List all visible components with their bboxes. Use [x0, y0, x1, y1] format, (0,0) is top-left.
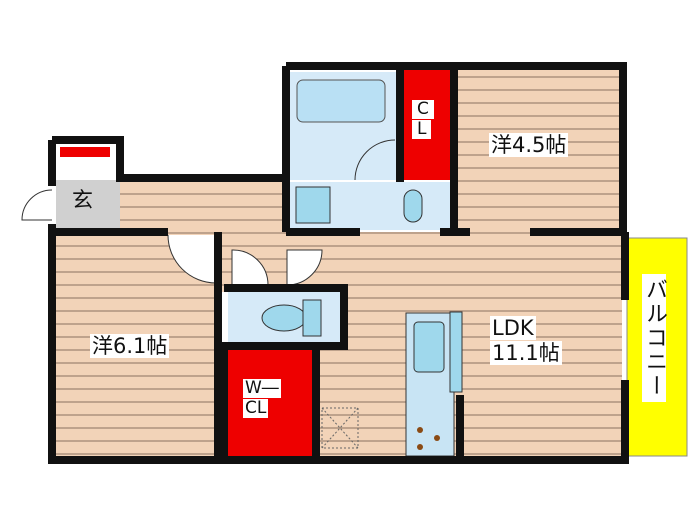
stove-burner: [417, 427, 423, 433]
fridge: [449, 311, 463, 393]
entrance-door: [21, 189, 53, 221]
stove-burner: [417, 444, 423, 450]
entrance-label: 玄: [72, 188, 93, 212]
walk-in-closet-label-2: CL: [243, 398, 269, 418]
walls: [48, 62, 629, 464]
walk-in-closet: [227, 350, 313, 456]
western-room-6-1-label: 洋6.1帖: [90, 334, 170, 358]
ldk-label: LDK: [490, 316, 536, 340]
sink: [403, 189, 423, 223]
hall-floor: [120, 178, 290, 234]
toilet: [261, 304, 307, 332]
bathtub: [296, 79, 386, 123]
entrance-floor: [56, 180, 120, 230]
room-door: [167, 234, 217, 284]
toilet-tank: [302, 299, 322, 337]
bathroom-door: [354, 139, 396, 181]
western-room-4-5-label: 洋4.5帖: [489, 133, 569, 157]
storage-hatch-cross: [321, 407, 359, 449]
kitchen-sink: [413, 321, 445, 373]
storage-hatch: [321, 407, 359, 449]
ldk-size-label: 11.1帖: [490, 341, 562, 365]
walk-in-closet-label-1: W―: [243, 378, 281, 398]
washing-machine: [295, 186, 331, 224]
shoe-storage: [60, 147, 110, 157]
stove-burner: [434, 435, 440, 441]
balcony-label: バルコニー: [642, 274, 667, 402]
closet-label-1: C: [412, 100, 434, 119]
closet-label-2: L: [412, 120, 432, 139]
